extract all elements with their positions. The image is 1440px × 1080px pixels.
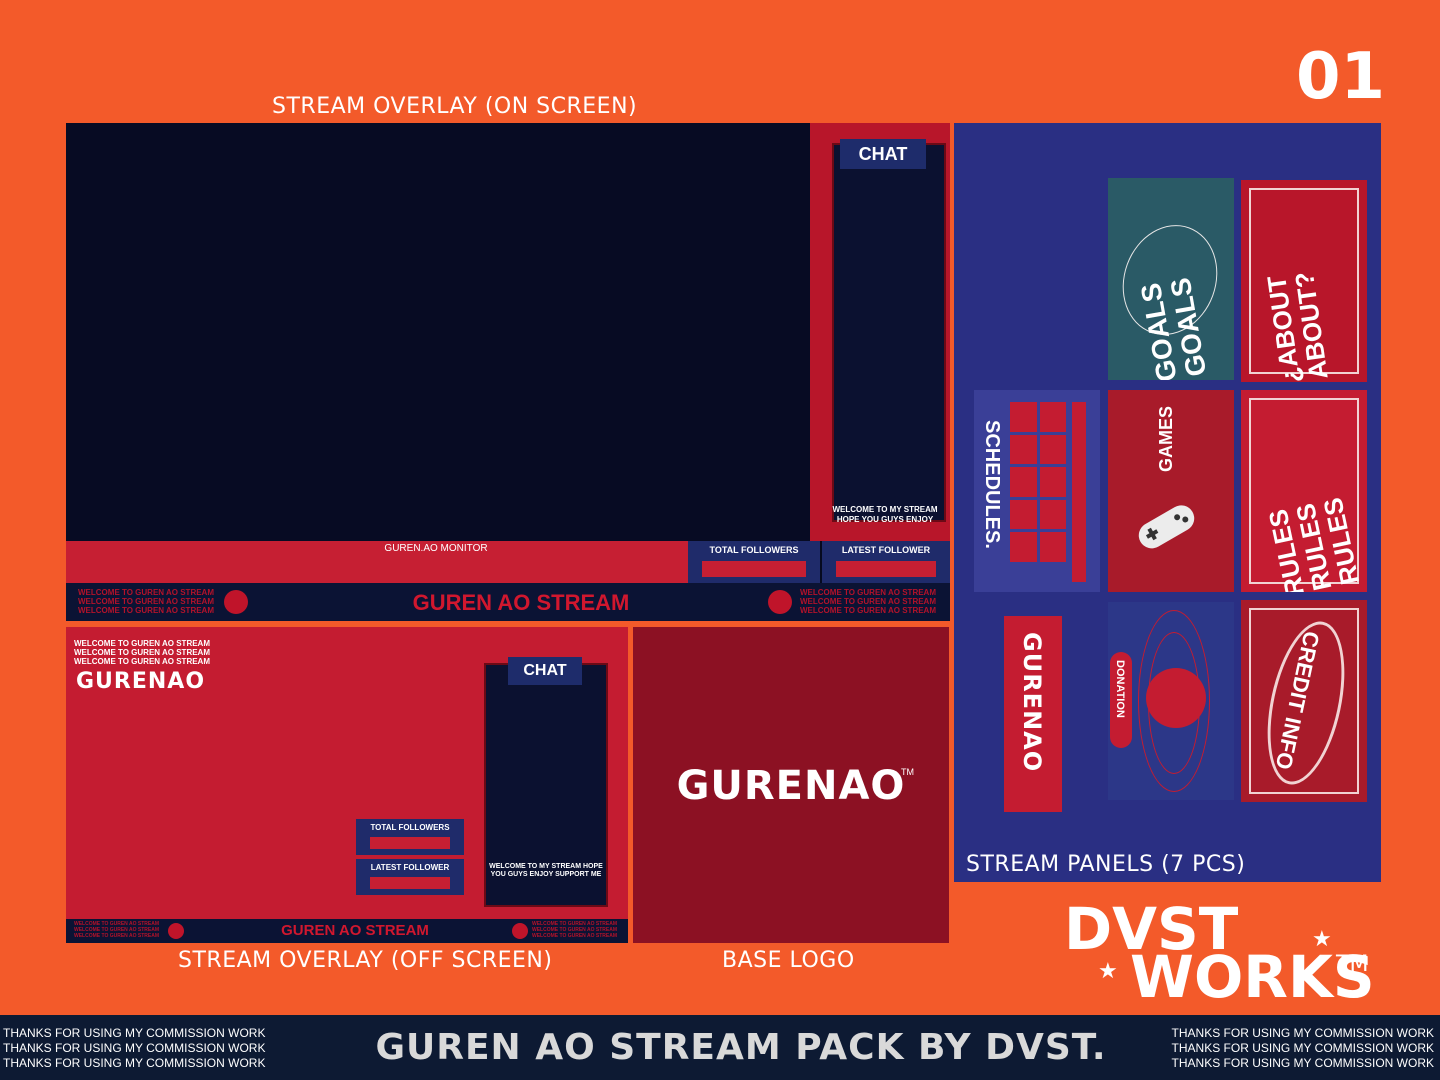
welcome-ticker: WELCOME TO GUREN AO STREAM WELCOME TO GU… (74, 639, 210, 666)
dvst-trademark: TM (1336, 952, 1369, 977)
ticker-line: WELCOME TO GUREN AO STREAM (78, 606, 214, 615)
thanks-line: THANKS FOR USING MY COMMISSION WORK (3, 1041, 266, 1055)
goals-panel: GOALS GOALS (1108, 178, 1234, 380)
base-logo-panel: GURENAO TM (633, 627, 949, 943)
schedule-bar (1072, 402, 1086, 582)
trademark-mark: TM (901, 767, 914, 777)
on-screen-overlay: CHAT WELCOME TO MY STREAM HOPE YOU GUYS … (66, 123, 950, 621)
ticker-line: WELCOME TO GUREN AO STREAM (74, 927, 159, 933)
star-icon: ★ (1098, 958, 1118, 983)
panel-border (1249, 398, 1359, 584)
base-logo-label: BASE LOGO (722, 948, 855, 973)
game-capture-area (66, 123, 810, 541)
stream-title-bar: WELCOME TO GUREN AO STREAM WELCOME TO GU… (66, 583, 950, 621)
latest-follower-bar (370, 877, 450, 889)
page-number: 01 (1296, 40, 1386, 114)
panel-border (1249, 188, 1359, 374)
stream-title: GUREN AO STREAM (281, 922, 429, 939)
brand-logo: GURENAO (76, 669, 206, 694)
ticker-line: WELCOME TO GUREN AO STREAM (74, 933, 159, 939)
star-icon: ★ (1312, 926, 1332, 951)
donation-pill (1110, 652, 1132, 748)
thanks-line: THANKS FOR USING MY COMMISSION WORK (3, 1056, 266, 1070)
latest-follower-box: LATEST FOLLOWER (822, 541, 950, 583)
chat-welcome-message: WELCOME TO MY STREAM HOPE YOU GUYS ENJOY (832, 505, 938, 524)
hand-coin-icon (1146, 668, 1206, 728)
brand-title: GURENAO (1018, 632, 1046, 773)
schedules-panel: SCHEDULES. (974, 390, 1100, 592)
monitor-label: GUREN.AO MONITOR (384, 543, 488, 554)
total-followers-label: TOTAL FOLLOWERS (370, 823, 450, 832)
donation-panel: DONATION (1108, 602, 1234, 800)
ticker-line: WELCOME TO GUREN AO STREAM (800, 588, 936, 597)
about-panel: ¿ABOUT ABOUT? (1241, 180, 1367, 382)
ticker-right: WELCOME TO GUREN AO STREAM WELCOME TO GU… (800, 588, 936, 615)
chat-tab: CHAT (840, 139, 926, 169)
latest-follower-box: LATEST FOLLOWER (356, 859, 464, 895)
thanks-left: THANKS FOR USING MY COMMISSION WORK THAN… (3, 1026, 265, 1071)
base-logo-wordmark: GURENAO (676, 763, 906, 809)
ticker-line: WELCOME TO GUREN AO STREAM (78, 588, 214, 597)
ticker-line: WELCOME TO GUREN AO STREAM (800, 597, 936, 606)
gamepad-icon (1138, 505, 1195, 549)
ticker-line: WELCOME TO GUREN AO STREAM (74, 921, 159, 927)
ticker-line: WELCOME TO GUREN AO STREAM (74, 657, 210, 666)
chat-tab: CHAT (508, 657, 582, 685)
games-panel: GAMES (1108, 390, 1234, 592)
ticker-line: WELCOME TO GUREN AO STREAM (74, 639, 210, 648)
total-followers-box: TOTAL FOLLOWERS (688, 541, 820, 583)
footer-title: GUREN AO STREAM PACK BY DVST. (375, 1027, 1107, 1068)
games-title: GAMES (1156, 406, 1176, 473)
orbit-ring (1138, 610, 1210, 792)
thanks-line: THANKS FOR USING MY COMMISSION WORK (1171, 1056, 1434, 1070)
thanks-line: THANKS FOR USING MY COMMISSION WORK (1171, 1041, 1434, 1055)
ticker-line: WELCOME TO GUREN AO STREAM (532, 927, 617, 933)
dvst-logo-line1: DVST (1064, 895, 1239, 963)
brand-panel: GURENAO (1004, 616, 1062, 812)
total-followers-bar (370, 837, 450, 849)
chat-frame (484, 663, 608, 907)
total-followers-bar (702, 561, 806, 577)
ticker-left: WELCOME TO GUREN AO STREAM WELCOME TO GU… (78, 588, 214, 615)
off-screen-overlay: WELCOME TO GUREN AO STREAM WELCOME TO GU… (66, 627, 628, 943)
chat-welcome-message: WELCOME TO MY STREAM HOPE YOU GUYS ENJOY… (489, 863, 603, 878)
panels-label: STREAM PANELS (7 PCS) (966, 852, 1246, 877)
total-followers-label: TOTAL FOLLOWERS (709, 545, 799, 555)
schedule-grid (1010, 402, 1066, 562)
rules-panel: RULES RULES RULES (1241, 390, 1367, 592)
thanks-line: THANKS FOR USING MY COMMISSION WORK (3, 1026, 266, 1040)
ticker-left: WELCOME TO GUREN AO STREAM WELCOME TO GU… (74, 921, 159, 939)
chat-frame (832, 143, 946, 522)
total-followers-box: TOTAL FOLLOWERS (356, 819, 464, 855)
donation-title: DONATION (1114, 660, 1126, 718)
ticker-right: WELCOME TO GUREN AO STREAM WELCOME TO GU… (532, 921, 617, 939)
ticker-line: WELCOME TO GUREN AO STREAM (532, 933, 617, 939)
stream-title-bar: WELCOME TO GUREN AO STREAM WELCOME TO GU… (66, 919, 628, 943)
monitor-bar (66, 541, 688, 583)
latest-follower-label: LATEST FOLLOWER (841, 545, 931, 555)
footer-bar: THANKS FOR USING MY COMMISSION WORK THAN… (0, 1015, 1440, 1080)
thanks-line: THANKS FOR USING MY COMMISSION WORK (1171, 1026, 1434, 1040)
off-screen-label: STREAM OVERLAY (OFF SCREEN) (178, 948, 553, 973)
record-dot-icon (168, 923, 184, 939)
record-dot-icon (224, 590, 248, 614)
thanks-right: THANKS FOR USING MY COMMISSION WORK THAN… (1172, 1026, 1434, 1071)
ticker-line: WELCOME TO GUREN AO STREAM (78, 597, 214, 606)
latest-follower-bar (836, 561, 936, 577)
schedules-title: SCHEDULES. (981, 420, 1003, 549)
on-screen-label: STREAM OVERLAY (ON SCREEN) (272, 94, 638, 119)
panel-border (1249, 608, 1359, 794)
credit-info-panel: CREDIT INFO (1241, 600, 1367, 802)
latest-follower-label: LATEST FOLLOWER (370, 863, 450, 872)
ticker-line: WELCOME TO GUREN AO STREAM (74, 648, 210, 657)
dvst-logo-line2: WORKS (1130, 943, 1375, 1011)
ticker-line: WELCOME TO GUREN AO STREAM (800, 606, 936, 615)
ticker-line: WELCOME TO GUREN AO STREAM (532, 921, 617, 927)
record-dot-icon (768, 590, 792, 614)
record-dot-icon (512, 923, 528, 939)
stream-panels-board: GOALS GOALS ¿ABOUT ABOUT? SCHEDULES. GAM… (954, 123, 1381, 882)
stream-title: GUREN AO STREAM (412, 590, 630, 615)
